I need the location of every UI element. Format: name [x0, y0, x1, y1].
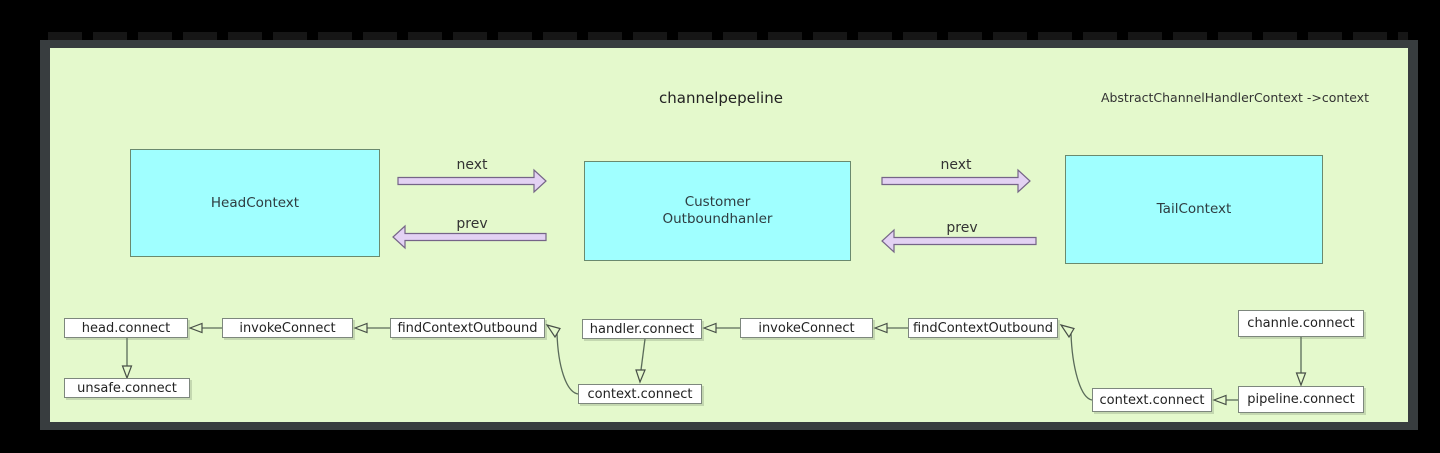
prev-flow-arrow-tail-to-customer	[881, 228, 1037, 254]
open-arrowhead	[635, 369, 646, 384]
node-label-line2: Outboundhanler	[662, 211, 773, 227]
callbox-invoke-connect-1: invokeConnect	[222, 318, 353, 338]
diagram-title: channelpepeline	[659, 89, 783, 107]
callbox-find-context-outbound-1: findContextOutbound	[390, 318, 545, 338]
flow-label-next-2: next	[940, 157, 972, 173]
open-arrowhead	[702, 322, 717, 334]
open-arrowhead	[1295, 372, 1307, 387]
open-arrowhead	[1212, 394, 1227, 406]
callbox-handler-connect: handler.connect	[582, 319, 702, 339]
callbox-unsafe-connect: unsafe.connect	[64, 378, 190, 398]
callbox-head-connect: head.connect	[64, 318, 188, 338]
node-tail-context: TailContext	[1065, 155, 1323, 264]
node-head-context: HeadContext	[130, 149, 380, 257]
flow-label-prev-2: prev	[946, 220, 978, 236]
top-edge-artifact	[48, 32, 1408, 40]
next-flow-arrow-customer-to-tail	[881, 168, 1031, 194]
open-arrowhead	[188, 322, 203, 334]
node-label: TailContext	[1156, 201, 1232, 218]
open-arrowhead	[1059, 324, 1075, 339]
callbox-channle-connect: channle.connect	[1238, 310, 1364, 337]
open-arrowhead	[873, 322, 888, 334]
node-label-line1: Customer	[684, 194, 751, 211]
flow-label-prev-1: prev	[456, 216, 488, 232]
prev-flow-arrow-customer-to-head	[392, 224, 547, 250]
connector-contextconnect2-to-findcontextoutbound2	[1070, 332, 1093, 401]
diagram-canvas: channelpepeline AbstractChannelHandlerCo…	[50, 48, 1408, 422]
open-arrowhead	[545, 324, 561, 339]
callbox-context-connect-2: context.connect	[1092, 388, 1212, 412]
next-flow-arrow-head-to-customer	[397, 168, 547, 194]
connector-layer	[121, 168, 1307, 406]
open-arrowhead	[353, 322, 368, 334]
callbox-pipeline-connect: pipeline.connect	[1238, 386, 1364, 413]
callbox-invoke-connect-2: invokeConnect	[740, 318, 873, 338]
diagram-annotation: AbstractChannelHandlerContext ->context	[1100, 90, 1369, 105]
diagram-frame: channelpepeline AbstractChannelHandlerCo…	[40, 40, 1418, 430]
connector-contextconnect1-to-findcontextoutbound1	[556, 332, 579, 395]
flow-label-next-1: next	[456, 157, 488, 173]
callbox-context-connect-1: context.connect	[578, 384, 702, 404]
open-arrowhead	[121, 365, 133, 380]
callbox-find-context-outbound-2: findContextOutbound	[908, 318, 1058, 338]
node-label: HeadContext	[210, 194, 300, 211]
connector-handlerconnect-to-contextconnect1	[640, 338, 646, 371]
node-customer-outbound-handler: Customer Outboundhanler	[584, 161, 851, 261]
